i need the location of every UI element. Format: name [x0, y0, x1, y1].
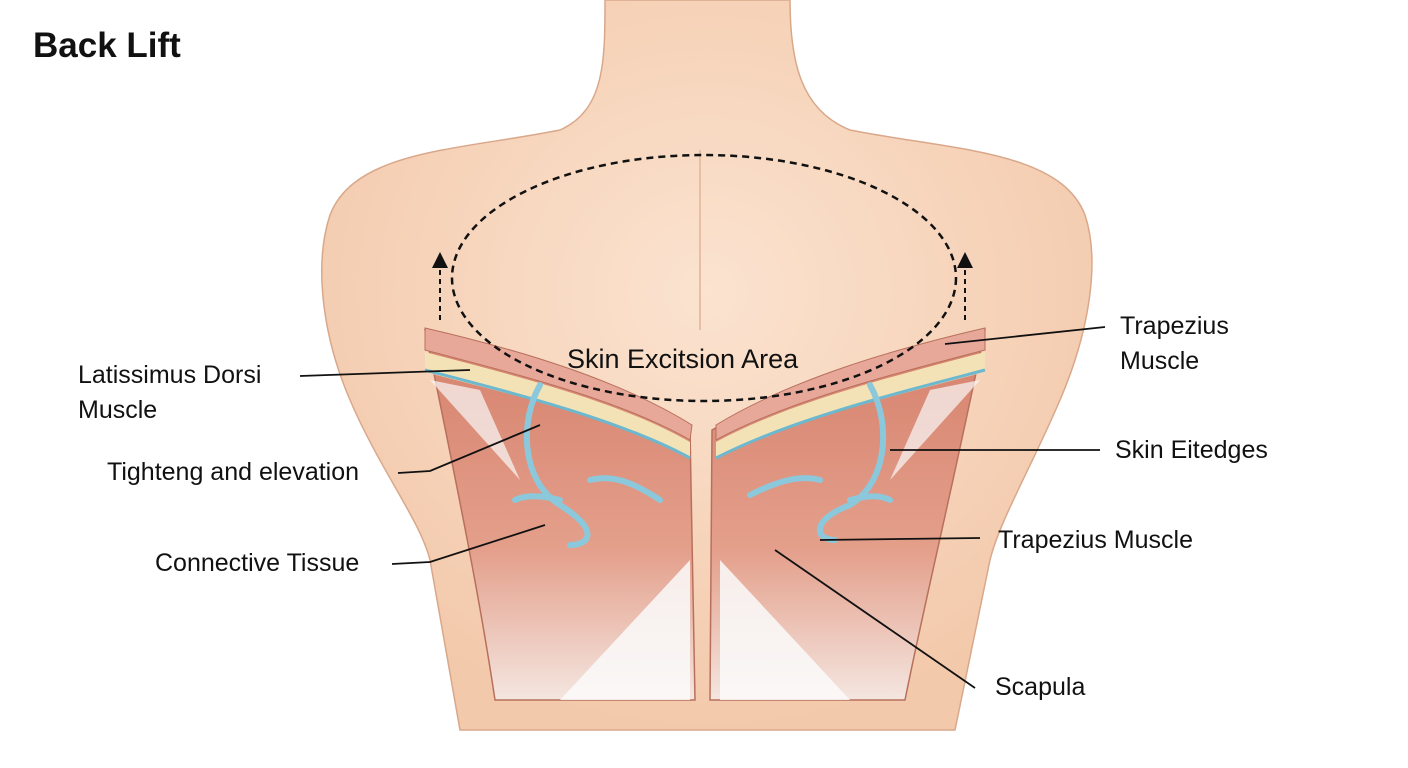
latissimus-label: Latissimus Dorsi Muscle	[78, 358, 261, 428]
scapula-label: Scapula	[995, 673, 1086, 701]
latissimus-label-line1: Latissimus Dorsi	[78, 361, 262, 389]
tightening-arrows	[512, 382, 893, 548]
right-skin-layer	[715, 327, 986, 441]
tightening-label: Tighteng and elevation	[107, 458, 360, 486]
right-fat-layer	[716, 352, 985, 458]
trapezius-top-label: Trapezius Muscle	[1120, 309, 1229, 379]
skin-edges-label: Skin Eitedges	[1115, 436, 1268, 464]
excision-area-outline	[450, 153, 958, 403]
left-skin-layer	[424, 327, 693, 441]
trapezius-top-line2: Muscle	[1120, 347, 1200, 375]
skin-excision-area-label: Skin Excitsion Area	[567, 344, 799, 374]
leader-lines	[299, 326, 1106, 689]
page-title: Back Lift	[33, 26, 181, 65]
trapezius-top-line1: Trapezius	[1120, 312, 1229, 340]
trapezius-mid-label: Trapezius Muscle	[998, 526, 1193, 554]
connective-tissue-label: Connective Tissue	[155, 549, 360, 577]
latissimus-label-line2: Muscle	[78, 396, 158, 424]
